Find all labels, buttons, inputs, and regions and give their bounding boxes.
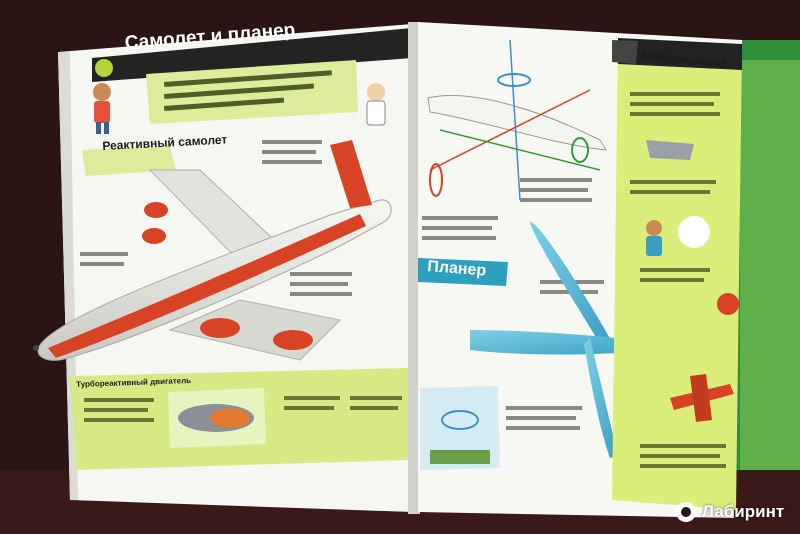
axis-text-blocks	[422, 178, 592, 240]
glider-illustration	[470, 221, 652, 458]
left-page	[33, 24, 412, 512]
cartoon-boy-character	[93, 83, 111, 134]
red-propeller-plane-icon	[670, 374, 734, 422]
jet-airplane-illustration	[33, 140, 392, 361]
side-text-blocks	[80, 140, 352, 296]
glider-thermals-panel	[420, 386, 582, 470]
right-page	[418, 22, 742, 518]
watermark: Лабиринт	[702, 502, 785, 521]
cartoon-professor-character	[366, 83, 386, 126]
aerodynamics-sidebar	[612, 38, 742, 510]
page-header-band	[92, 28, 412, 82]
watermark-logo	[676, 502, 696, 522]
book-spine	[408, 22, 420, 514]
engine-info-panel	[70, 368, 410, 470]
intro-speech-bubble	[146, 60, 358, 124]
glider-heading-band	[418, 258, 508, 286]
axis-diagram	[427, 39, 607, 201]
